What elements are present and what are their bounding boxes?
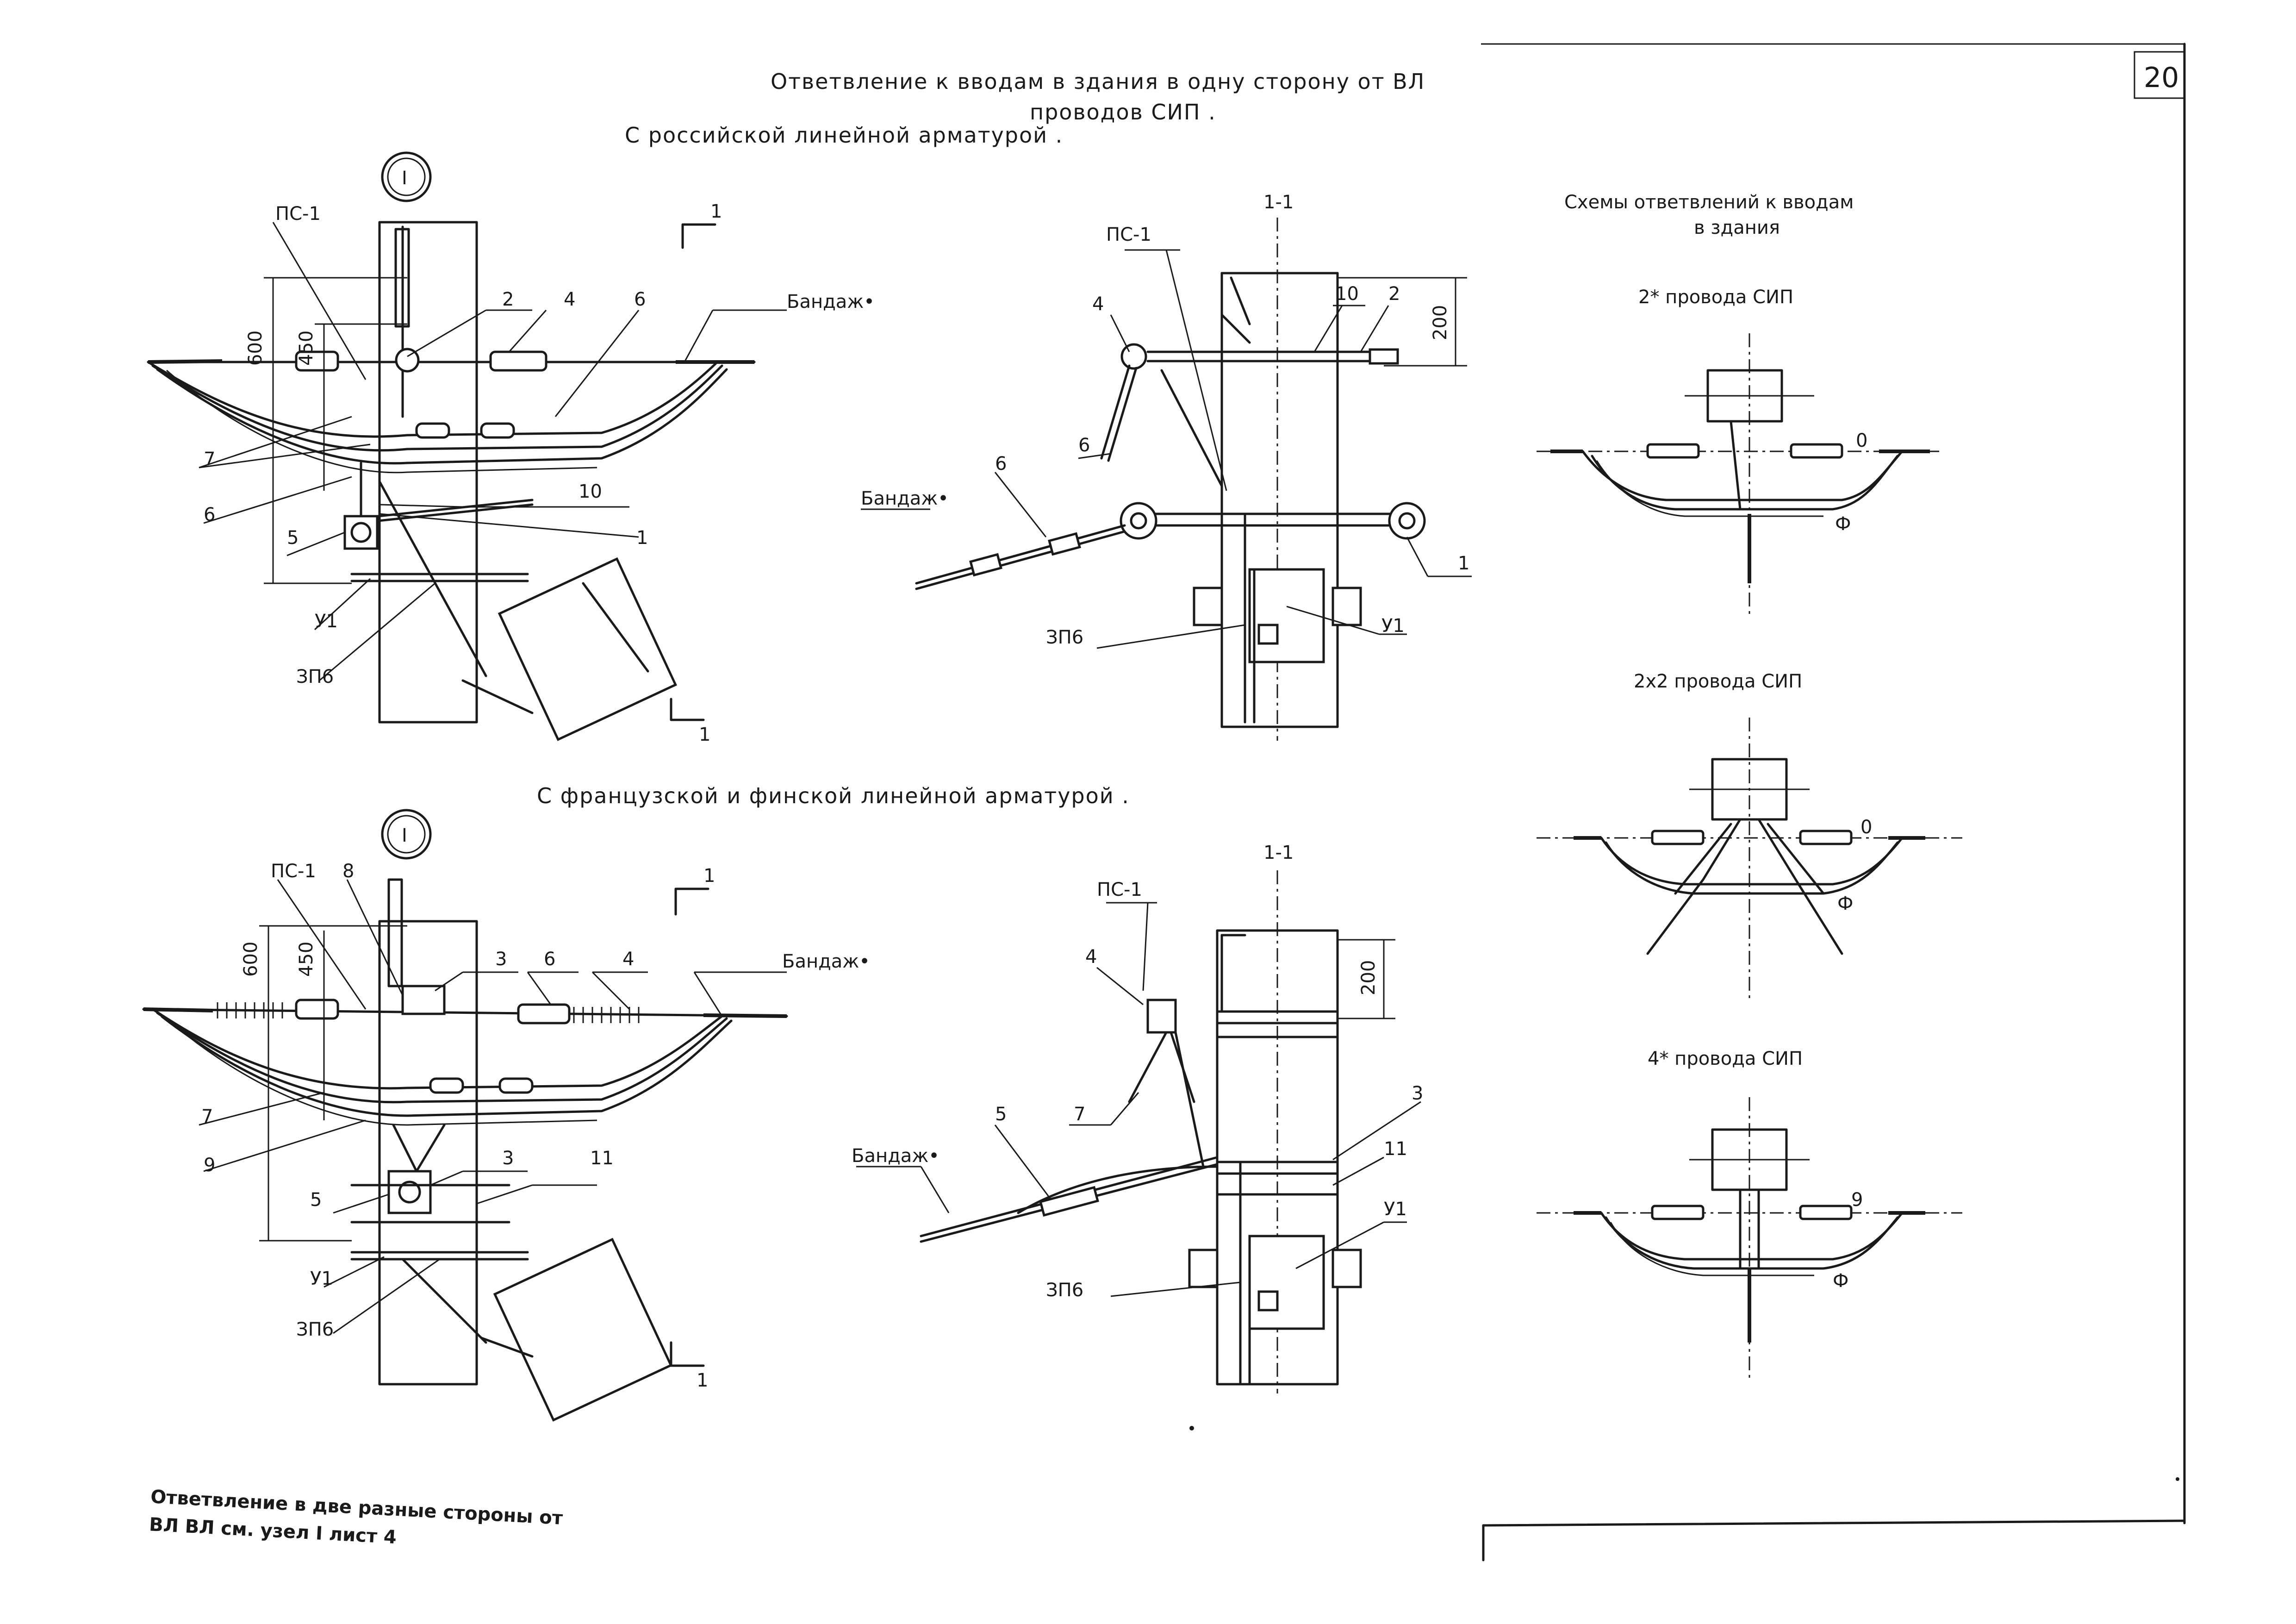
schemes-title-line1: Схемы ответвлений к вводам xyxy=(1564,192,1854,213)
callout-bandage-1: Бандаж• xyxy=(787,291,875,312)
callout-ps1-s: ПС-1 xyxy=(1106,224,1151,245)
scheme-2-mark-0: 0 xyxy=(1860,817,1872,838)
french-hardware-title: С французской и финской линейной арматур… xyxy=(537,783,1130,808)
callout-6-s1: 6 xyxy=(1078,435,1090,456)
callout-4-3: 4 xyxy=(622,949,634,970)
callout-4-4: 4 xyxy=(1085,946,1097,968)
scheme-1-mark-0: 0 xyxy=(1856,430,1867,451)
callout-bandage-4: Бандаж• xyxy=(852,1145,940,1167)
callout-ps1: ПС-1 xyxy=(275,203,321,225)
callout-7-3: 7 xyxy=(201,1106,213,1127)
callout-zp6: ЗП6 xyxy=(296,666,334,687)
note-line2: ВЛ ВЛ см. узел I лист 4 xyxy=(149,1514,397,1548)
scheme-2-drawing: 0 Ф xyxy=(1537,718,1962,1000)
lower-box xyxy=(1248,568,1325,663)
callout-1: 1 xyxy=(636,527,648,549)
callout-10: 10 xyxy=(579,481,602,502)
node-mark: I xyxy=(402,168,407,189)
callout-u1-s: У1 xyxy=(1381,615,1405,637)
scheme-3-drawing: 9 Ф xyxy=(1537,1097,1962,1380)
callout-9: 9 xyxy=(204,1155,215,1176)
schemes-title-line2: в здания xyxy=(1694,217,1780,238)
dim-600: 600 xyxy=(245,331,266,366)
dim-200-bottom: 200 xyxy=(1358,960,1379,995)
russian-hardware-title: С российской линейной арматурой . xyxy=(625,123,1063,148)
section-mark-bottom: 1 xyxy=(699,724,710,745)
scheme-1-title: 2* провода СИП xyxy=(1638,287,1793,308)
callout-7-4: 7 xyxy=(1074,1104,1085,1125)
callout-1-s: 1 xyxy=(1458,553,1469,574)
callout-3-top: 3 xyxy=(495,949,507,970)
scheme-3-title: 4* провода СИП xyxy=(1648,1048,1803,1069)
dim-450: 450 xyxy=(296,331,317,366)
main-title-line1: Ответвление к вводам в здания в одну сто… xyxy=(771,69,1425,94)
callout-3-mid: 3 xyxy=(502,1148,514,1169)
scheme-2-title: 2х2 провода СИП xyxy=(1634,671,1802,692)
callout-11-4: 11 xyxy=(1384,1138,1407,1160)
schemes-panel: Схемы ответвлений к вводам в здания 2* п… xyxy=(1537,192,1962,1380)
scheme-3-mark-9: 9 xyxy=(1851,1189,1863,1211)
node-circle-2 xyxy=(381,809,432,860)
node-circle xyxy=(381,151,432,202)
callout-4-s: 4 xyxy=(1092,294,1104,315)
callout-ps1-3: ПС-1 xyxy=(271,861,316,882)
callout-u1-3: У1 xyxy=(310,1268,333,1289)
callout-3-4: 3 xyxy=(1412,1083,1423,1104)
callout-6-s2: 6 xyxy=(995,453,1007,475)
callout-2: 2 xyxy=(502,289,514,310)
scheme-1-drawing: 0 Ф xyxy=(1537,333,1944,616)
view-node-russian: I xyxy=(147,151,875,745)
callout-zp6-s: ЗП6 xyxy=(1046,627,1083,648)
callout-bandage-2: Бандаж• xyxy=(861,488,949,509)
main-title-line2: проводов СИП . xyxy=(1030,100,1216,125)
callout-bandage-3: Бандаж• xyxy=(782,951,870,972)
scheme-1-mark-phi: Ф xyxy=(1835,513,1851,535)
note-block: Ответвление в две разные стороны от ВЛ В… xyxy=(149,1486,564,1548)
callout-10-s: 10 xyxy=(1335,283,1359,305)
callout-u1: У1 xyxy=(315,611,338,632)
callout-5: 5 xyxy=(287,527,299,549)
callout-zp6-3: ЗП6 xyxy=(296,1319,334,1340)
callout-4: 4 xyxy=(564,289,575,310)
section-mark-bottom-2: 1 xyxy=(697,1370,708,1391)
dim-200-top: 200 xyxy=(1430,305,1451,340)
callout-11: 11 xyxy=(590,1148,614,1169)
callout-5-3: 5 xyxy=(310,1189,322,1211)
section-mark-top: 1 xyxy=(710,201,722,222)
node-mark-2: I xyxy=(402,825,407,846)
dim-450-2: 450 xyxy=(296,942,317,977)
section-mark-top-2: 1 xyxy=(703,865,715,887)
page-number-box xyxy=(2134,51,2185,99)
branch-box-2 xyxy=(493,1237,672,1422)
dim-600-2: 600 xyxy=(240,942,261,977)
callout-u1-4: У1 xyxy=(1384,1199,1407,1220)
callout-6-left: 6 xyxy=(204,504,215,525)
lower-box-2 xyxy=(1248,1235,1325,1330)
branch-box xyxy=(498,557,677,741)
callout-7: 7 xyxy=(204,449,215,470)
section-title-1: 1-1 xyxy=(1263,192,1294,213)
pole xyxy=(378,920,478,1386)
callout-2-s: 2 xyxy=(1388,283,1400,305)
scheme-2-mark-phi: Ф xyxy=(1837,893,1853,914)
section-title-2: 1-1 xyxy=(1263,842,1294,863)
view-node-french: I 60 xyxy=(142,809,870,1422)
callout-ps1-4: ПС-1 xyxy=(1097,879,1142,900)
callout-6-top: 6 xyxy=(634,289,646,310)
callout-5-4: 5 xyxy=(995,1104,1007,1125)
view-section-french: 1-1 200 ПС-1 xyxy=(852,842,1423,1393)
scheme-3-mark-phi: Ф xyxy=(1833,1270,1848,1292)
view-section-russian: 1-1 2 xyxy=(861,192,1472,741)
page-number: 20 xyxy=(2144,62,2179,94)
callout-6-3: 6 xyxy=(544,949,555,970)
callout-8: 8 xyxy=(342,861,354,882)
callout-zp6-4: ЗП6 xyxy=(1046,1280,1083,1301)
sheet-frame: 20 xyxy=(1481,43,2186,1562)
